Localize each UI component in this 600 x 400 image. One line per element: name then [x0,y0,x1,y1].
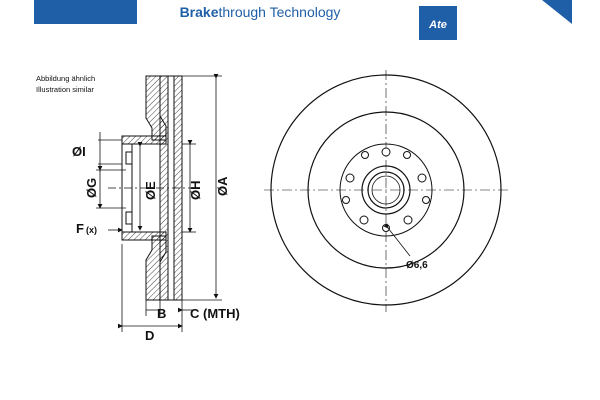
flange-bottom [121,231,167,241]
header-title-bold: Brake [179,4,219,20]
note-line-german: Abbildung ähnlich [36,74,96,83]
label-E: ØE [143,181,158,200]
flange-top [121,135,167,145]
small-hole [361,151,369,159]
small-hole [422,196,430,204]
header-title-rest: through Technology [218,4,341,20]
note-line-english: Illustration similar [36,85,94,94]
bolt-hole-label: Ø6,6 [406,260,428,271]
bolt-holes [345,147,427,225]
label-A: ØA [215,176,230,196]
bolt-hole [381,147,391,157]
label-F: F(x) [76,221,97,236]
label-H: ØH [188,181,203,201]
label-F-sub: (x) [86,225,97,235]
label-D: D [145,328,154,343]
bolt-hole [417,173,427,183]
bolt-hole [345,173,355,183]
small-hole [403,151,411,159]
label-B: B [157,306,166,321]
bolt-hole [403,215,413,225]
header-title: Brakethrough Technology [137,0,383,24]
corner-wedge [542,0,572,24]
bolt-hole-leader [383,223,411,257]
label-I: ØI [72,144,86,159]
logo-text: Ate [429,19,447,31]
label-C: C (MTH) [190,306,240,321]
ate-logo: Ate [419,6,457,40]
section-view [108,75,200,301]
small-hole [342,196,350,204]
dimension-lines [96,74,222,332]
bolt-hole [359,215,369,225]
label-G: ØG [84,178,99,198]
label-F-main: F [76,221,84,236]
front-view [264,70,510,312]
illustration-note: Abbildung ähnlich Illustration similar [36,73,95,95]
